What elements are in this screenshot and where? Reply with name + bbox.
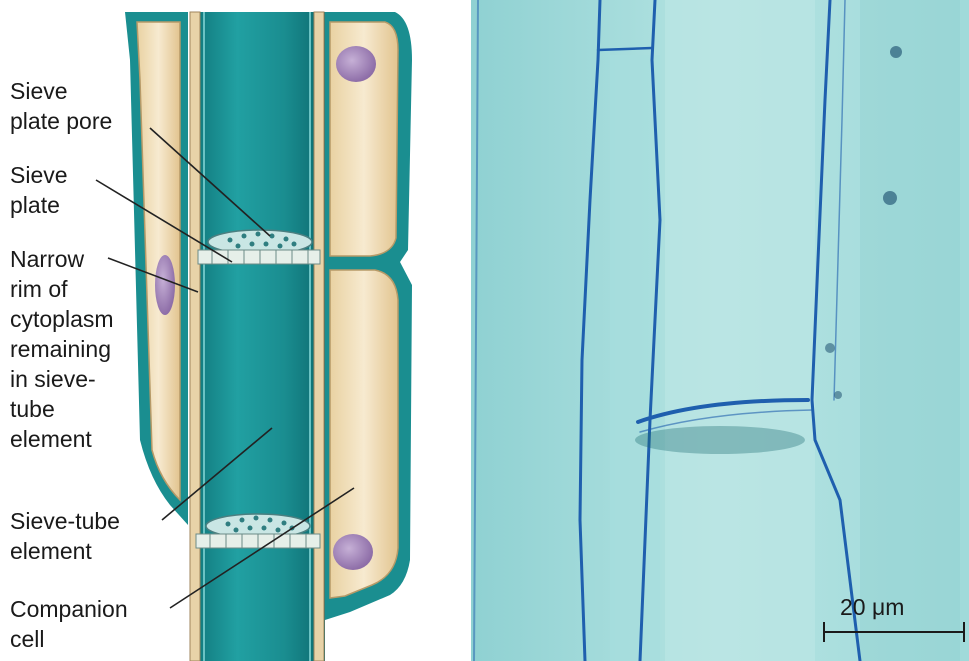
sieve-tube-column bbox=[190, 12, 325, 661]
sieve-tube-wall-right bbox=[314, 12, 324, 661]
upper-companion-nucleus bbox=[336, 46, 376, 82]
label-sieve-plate-pore: Sieve plate pore bbox=[10, 76, 112, 136]
label-companion-cell: Companion cell bbox=[10, 594, 128, 654]
sieve-plate-upper bbox=[198, 230, 320, 264]
label-sieve-tube-element: Sieve-tube element bbox=[10, 506, 120, 566]
sieve-plate-lower bbox=[196, 514, 320, 548]
label-narrow-rim: Narrow rim of cytoplasm remaining in sie… bbox=[10, 244, 114, 454]
left-nucleus bbox=[155, 255, 175, 315]
label-sieve-plate: Sieve plate bbox=[10, 160, 68, 220]
phloem-diagram bbox=[125, 12, 412, 661]
lower-companion-nucleus bbox=[333, 534, 373, 570]
sieve-tube-wall-left bbox=[190, 12, 200, 661]
scale-bar-label: 20 μm bbox=[840, 594, 904, 621]
micrograph bbox=[471, 0, 969, 661]
